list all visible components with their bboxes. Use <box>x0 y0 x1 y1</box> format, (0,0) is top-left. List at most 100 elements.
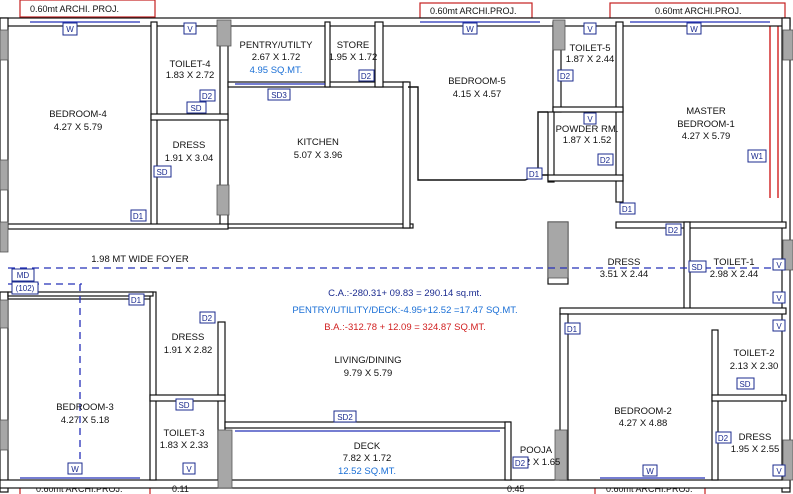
room-living: LIVING/DINING 9.79 X 5.79 <box>334 355 401 379</box>
tag-w: W <box>642 464 658 477</box>
svg-text:V: V <box>587 115 593 124</box>
svg-text:D2: D2 <box>600 156 611 165</box>
tag-sd: SD <box>186 101 207 114</box>
room-name: DRESS <box>739 432 772 443</box>
svg-text:SD: SD <box>156 168 167 177</box>
room-name: PENTRY/UTILTY <box>239 40 313 51</box>
room-name: DRESS <box>172 332 205 343</box>
room-toilet3: TOILET-3 1.83 X 2.33 <box>160 428 209 451</box>
room-bedroom2: BEDROOM-2 4.27 X 4.88 <box>614 406 672 429</box>
tag-d1: D1 <box>526 167 543 180</box>
svg-text:SD: SD <box>178 401 189 410</box>
svg-text:SD: SD <box>190 104 201 113</box>
room-dim: 1.83 X 2.33 <box>160 440 209 451</box>
bottom-dimension-2: 0.45 <box>507 484 525 494</box>
tag-d2: D2 <box>557 69 574 82</box>
tag-sd: SD <box>153 165 172 178</box>
tag-w1: W1 <box>747 149 767 163</box>
carpet-area: C.A.:-280.31+ 09.83 = 290.14 sq.mt. <box>328 288 482 299</box>
room-name: 1.98 MT WIDE FOYER <box>91 254 189 265</box>
svg-text:D2: D2 <box>560 72 571 81</box>
room-name: TOILET-4 <box>169 59 210 70</box>
room-name: DRESS <box>173 140 206 151</box>
room-dim: 7.82 X 1.72 <box>343 453 392 464</box>
tag-v: V <box>772 258 786 271</box>
svg-text:D1: D1 <box>529 170 540 179</box>
svg-text:D1: D1 <box>622 205 633 214</box>
area-summary: C.A.:-280.31+ 09.83 = 290.14 sq.mt. PENT… <box>292 288 517 333</box>
room-pentry: PENTRY/UTILTY 2.67 X 1.72 4.95 SQ.MT. <box>239 40 313 76</box>
tag-d2: D2 <box>358 69 375 82</box>
room-dim: 4.27 X 5.79 <box>54 122 103 133</box>
room-bedroom5: BEDROOM-5 4.15 X 4.57 <box>448 76 506 100</box>
tag-v: V <box>583 112 597 125</box>
svg-text:V: V <box>186 465 192 474</box>
svg-text:W: W <box>690 25 698 34</box>
tag-sd3: SD3 <box>267 88 291 101</box>
room-name: POOJA <box>520 445 553 456</box>
svg-text:0.60mt ARCHI.PROJ.: 0.60mt ARCHI.PROJ. <box>430 6 517 16</box>
room-dim: 4.15 X 4.57 <box>453 89 502 100</box>
svg-text:D2: D2 <box>202 92 213 101</box>
tag-d2: D2 <box>597 153 614 166</box>
room-toilet2: TOILET-2 2.13 X 2.30 <box>730 348 779 372</box>
svg-text:SD: SD <box>739 380 750 389</box>
pentry-deck-area: PENTRY/UTILITY/DECK:-4.95+12.52 =17.47 S… <box>292 305 517 316</box>
room-dim: 2.67 X 1.72 <box>252 52 301 63</box>
room-name: KITCHEN <box>297 137 339 148</box>
room-name: TOILET-3 <box>163 428 204 439</box>
room-area: 12.52 SQ.MT. <box>338 466 396 477</box>
room-toilet1: TOILET-1 2.98 X 2.44 <box>710 257 759 280</box>
svg-text:0.60mt ARCHI.PROJ.: 0.60mt ARCHI.PROJ. <box>655 6 742 16</box>
svg-text:D1: D1 <box>131 296 142 305</box>
tag-d1: D1 <box>564 322 581 335</box>
tag-w: W <box>686 22 702 35</box>
tag-d1: D1 <box>619 202 636 215</box>
tag-d2: D2 <box>199 89 216 102</box>
svg-text:W: W <box>66 25 74 34</box>
svg-text:W: W <box>71 465 79 474</box>
tag-d2: D2 <box>715 431 732 444</box>
svg-text:W: W <box>466 25 474 34</box>
room-dim: 1.87 X 2.44 <box>566 54 615 65</box>
tag-v: V <box>772 319 786 332</box>
room-toilet5: TOILET-5 1.87 X 2.44 <box>566 43 615 65</box>
svg-text:(102): (102) <box>16 284 35 293</box>
main-door-marker: MD (102) <box>11 268 39 295</box>
room-name: MASTER <box>686 106 726 117</box>
tag-d1: D1 <box>130 209 147 222</box>
room-dim: 3.51 X 2.44 <box>600 269 649 280</box>
room-name: DECK <box>354 441 381 452</box>
tag-v: V <box>772 291 786 304</box>
svg-text:D2: D2 <box>668 226 679 235</box>
room-name: POWDER RM. <box>556 124 619 135</box>
room-powder: POWDER RM. 1.87 X 1.52 <box>556 124 619 146</box>
room-name: TOILET-5 <box>569 43 610 54</box>
svg-text:SD3: SD3 <box>271 91 287 100</box>
svg-text:V: V <box>776 261 782 270</box>
room-name: BEDROOM-3 <box>56 402 114 413</box>
svg-text:V: V <box>776 294 782 303</box>
svg-text:SD2: SD2 <box>337 413 353 422</box>
svg-text:D2: D2 <box>515 459 526 468</box>
room-deck: DECK 7.82 X 1.72 12.52 SQ.MT. <box>338 441 396 477</box>
room-dim: 4.27 X 4.88 <box>619 418 668 429</box>
room-name: LIVING/DINING <box>334 355 401 366</box>
tag-d2: D2 <box>199 311 216 324</box>
svg-text:D2: D2 <box>718 434 729 443</box>
built-up-area: B.A.:-312.78 + 12.09 = 324.87 SQ.MT. <box>324 322 486 333</box>
svg-text:D1: D1 <box>567 325 578 334</box>
room-dim: 9.79 X 5.79 <box>344 368 393 379</box>
tag-sd: SD <box>175 398 194 411</box>
tag-d2: D2 <box>665 223 682 236</box>
room-name: DRESS <box>608 257 641 268</box>
room-dim: 1.87 X 1.52 <box>563 135 612 146</box>
svg-text:W: W <box>646 467 654 476</box>
tag-d1: D1 <box>128 293 145 306</box>
room-dim: 1.95 X 2.55 <box>731 444 780 455</box>
room-dim: 1.95 X 1.72 <box>329 52 378 63</box>
room-bedroom4: BEDROOM-4 4.27 X 5.79 <box>49 109 107 133</box>
room-dress-lower: DRESS 1.91 X 2.82 <box>164 332 213 356</box>
tag-sd: SD <box>736 377 755 390</box>
